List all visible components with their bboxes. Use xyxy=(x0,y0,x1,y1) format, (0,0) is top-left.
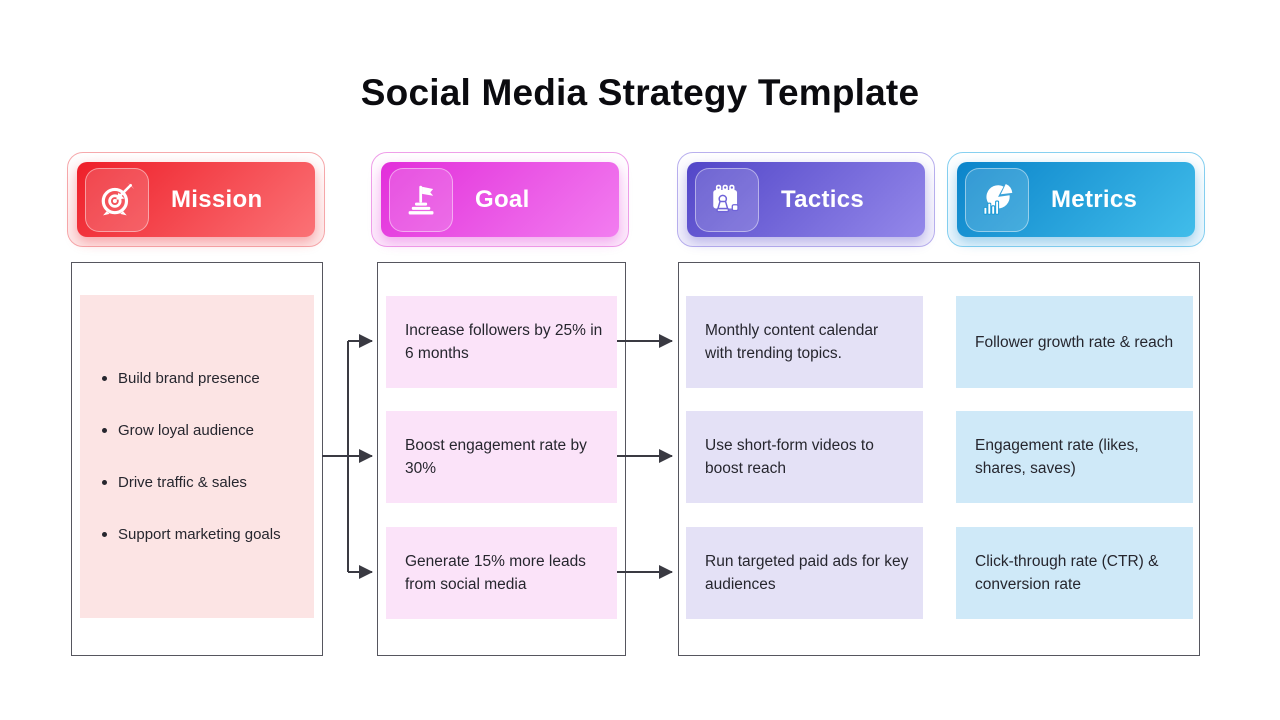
goal-item-text: Boost engagement rate by 30% xyxy=(405,437,587,477)
tactics-header: Tactics xyxy=(677,152,935,247)
mission-list: Build brand presence Grow loyal audience… xyxy=(80,295,314,544)
goal-item-text: Increase followers by 25% in 6 months xyxy=(405,322,603,362)
calendar-icon xyxy=(695,167,759,232)
mission-bullet-item: Drive traffic & sales xyxy=(100,473,304,492)
goal-panel: Increase followers by 25% in 6 months Bo… xyxy=(377,262,626,656)
metric-item-text: Click-through rate (CTR) & conversion ra… xyxy=(975,553,1159,593)
mission-bullet-item: Grow loyal audience xyxy=(100,421,304,440)
metric-item-box: Follower growth rate & reach xyxy=(956,296,1193,388)
mission-header-inner: Mission xyxy=(77,162,315,237)
mission-header-label: Mission xyxy=(171,185,263,213)
tactics-header-label: Tactics xyxy=(781,185,865,213)
metric-item-text: Follower growth rate & reach xyxy=(975,333,1174,351)
mission-card: Build brand presence Grow loyal audience… xyxy=(80,295,314,618)
goal-item-box: Boost engagement rate by 30% xyxy=(386,411,617,503)
goal-header-label: Goal xyxy=(475,185,530,213)
metrics-header: Metrics xyxy=(947,152,1205,247)
metrics-header-label: Metrics xyxy=(1051,185,1138,213)
tactic-item-text: Monthly content calendar with trending t… xyxy=(705,322,879,362)
mission-panel: Build brand presence Grow loyal audience… xyxy=(71,262,323,656)
tactics-header-inner: Tactics xyxy=(687,162,925,237)
tactic-item-box: Monthly content calendar with trending t… xyxy=(686,296,923,388)
metric-item-box: Click-through rate (CTR) & conversion ra… xyxy=(956,527,1193,619)
mission-bullet-item: Build brand presence xyxy=(100,369,304,388)
tactic-item-box: Use short-form videos to boost reach xyxy=(686,411,923,503)
flag-icon xyxy=(389,167,453,232)
goal-item-box: Generate 15% more leads from social medi… xyxy=(386,527,617,619)
goal-header: Goal xyxy=(371,152,629,247)
tactics-metrics-panel: Monthly content calendar with trending t… xyxy=(678,262,1200,656)
pie-chart-icon xyxy=(965,167,1029,232)
tactic-item-text: Run targeted paid ads for key audiences xyxy=(705,553,909,593)
metrics-header-inner: Metrics xyxy=(957,162,1195,237)
goal-header-inner: Goal xyxy=(381,162,619,237)
mission-bullet-item: Support marketing goals xyxy=(100,525,304,544)
target-icon xyxy=(85,167,149,232)
metric-item-text: Engagement rate (likes, shares, saves) xyxy=(975,437,1139,477)
goal-item-box: Increase followers by 25% in 6 months xyxy=(386,296,617,388)
tactic-item-text: Use short-form videos to boost reach xyxy=(705,437,874,477)
mission-header: Mission xyxy=(67,152,325,247)
goal-item-text: Generate 15% more leads from social medi… xyxy=(405,553,586,593)
page-title: Social Media Strategy Template xyxy=(360,72,920,113)
tactic-item-box: Run targeted paid ads for key audiences xyxy=(686,527,923,619)
metric-item-box: Engagement rate (likes, shares, saves) xyxy=(956,411,1193,503)
